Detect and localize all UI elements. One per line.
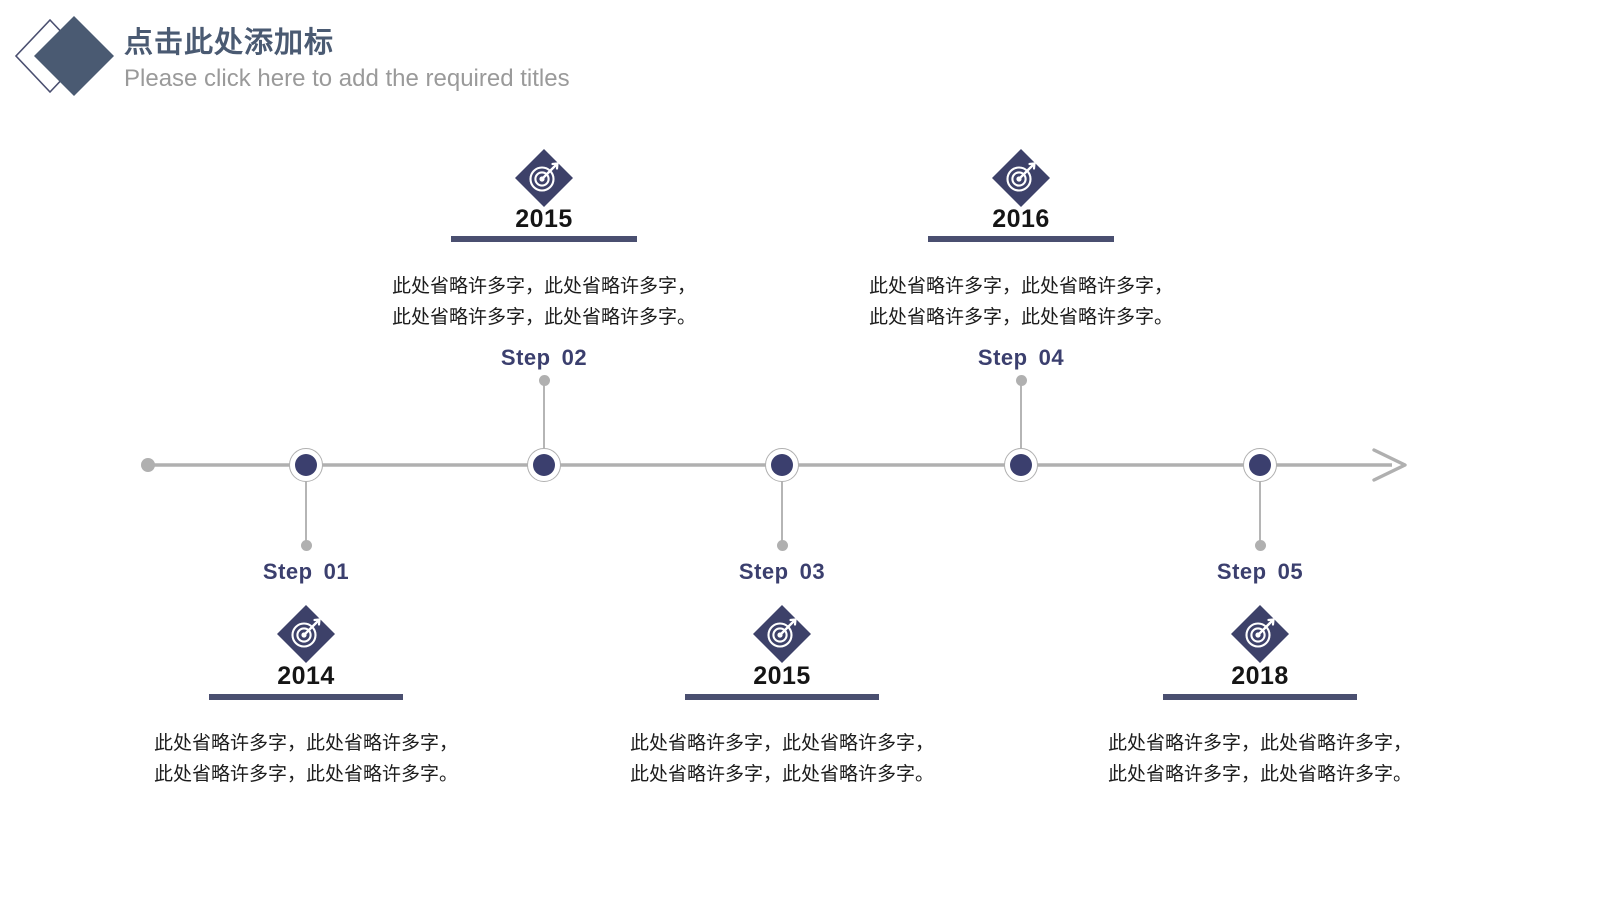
double-diamond-logo: [14, 12, 118, 100]
stem-dot-05: [1254, 540, 1266, 551]
target-diamond-icon-04: [990, 147, 1052, 209]
slide-header: 点击此处添加标 Please click here to add the req…: [0, 0, 1600, 120]
year-bar-05: [1163, 694, 1357, 700]
timeline-node-03[interactable]: [765, 448, 799, 482]
year-bar-01: [209, 694, 403, 700]
stem-dot-03: [776, 540, 788, 551]
stem-dot-01: [300, 540, 312, 551]
step-body-04: 此处省略许多字，此处省略许多字，此处省略许多字，此处省略许多字。: [868, 275, 1174, 328]
step-body-03: 此处省略许多字，此处省略许多字，此处省略许多字，此处省略许多字。: [629, 732, 935, 785]
target-diamond-icon-03: [751, 603, 813, 665]
year-label-02: 2015: [515, 205, 573, 233]
year-bar-04: [928, 236, 1114, 242]
stem-02: [542, 380, 546, 450]
step-body-01: 此处省略许多字，此处省略许多字，此处省略许多字，此处省略许多字。: [153, 732, 459, 785]
year-bar-03: [685, 694, 879, 700]
stem-04: [1019, 380, 1023, 450]
stem-03: [780, 480, 784, 545]
timeline-node-02[interactable]: [527, 448, 561, 482]
stem-05: [1258, 480, 1262, 545]
target-diamond-icon-05: [1229, 603, 1291, 665]
timeline-node-05[interactable]: [1243, 448, 1277, 482]
title-chinese: 点击此处添加标: [124, 27, 335, 59]
year-label-05: 2018: [1231, 662, 1289, 690]
timeline-node-01[interactable]: [289, 448, 323, 482]
year-bar-02: [451, 236, 637, 242]
step-body-02: 此处省略许多字，此处省略许多字，此处省略许多字，此处省略许多字。: [391, 275, 697, 328]
target-diamond-icon-02: [513, 147, 575, 209]
year-label-01: 2014: [277, 662, 335, 690]
page-title: 点击此处添加标 Please click here to add the req…: [124, 26, 570, 94]
year-label-04: 2016: [992, 205, 1050, 233]
stem-dot-02: [538, 375, 550, 386]
timeline-axis: [0, 430, 1600, 500]
timeline-node-04[interactable]: [1004, 448, 1038, 482]
title-english: Please click here to add the required ti…: [124, 65, 570, 93]
step-body-05: 此处省略许多字，此处省略许多字，此处省略许多字，此处省略许多字。: [1107, 732, 1413, 785]
target-diamond-icon-01: [275, 603, 337, 665]
stem-dot-04: [1015, 375, 1027, 386]
axis-arrow-head: [1372, 448, 1407, 482]
stem-01: [304, 480, 308, 545]
year-label-03: 2015: [753, 662, 811, 690]
